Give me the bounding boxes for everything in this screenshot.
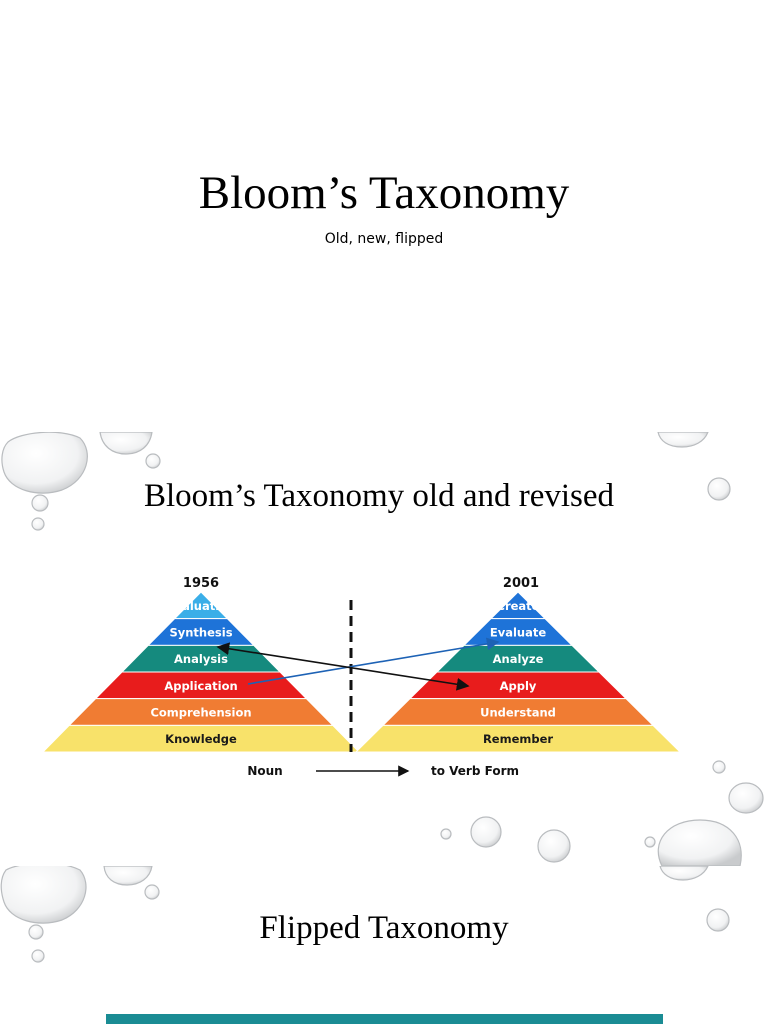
slide-title-old-revised: Bloom’s Taxonomy old and revised <box>0 478 758 515</box>
pyramid-1956: EvaluationSynthesisAnalysisApplicationCo… <box>43 592 359 752</box>
main-title: Bloom’s Taxonomy <box>0 166 768 220</box>
new-label-remember: Remember <box>483 732 553 746</box>
old-label-analysis: Analysis <box>174 652 228 666</box>
old-label-application: Application <box>164 679 237 693</box>
slide-old-and-revised: Bloom’s Taxonomy old and revised Evaluat… <box>0 432 768 866</box>
old-label-evaluation: Evaluation <box>167 599 236 613</box>
year-1956-label: 1956 <box>183 576 219 591</box>
verb-form-label: to Verb Form <box>431 764 519 778</box>
flipped-banner <box>106 1014 663 1024</box>
taxonomy-pyramids-diagram: EvaluationSynthesisAnalysisApplicationCo… <box>40 570 690 790</box>
new-label-evaluate: Evaluate <box>490 626 546 640</box>
slide-title-flipped: Flipped Taxonomy <box>0 910 768 947</box>
main-subtitle: Old, new, flipped <box>0 231 768 247</box>
slide-flipped: Flipped Taxonomy <box>0 866 768 1024</box>
old-label-synthesis: Synthesis <box>169 626 232 640</box>
new-label-create: Create <box>497 599 540 613</box>
noun-label: Noun <box>247 764 282 778</box>
new-label-understand: Understand <box>480 706 556 720</box>
year-2001-label: 2001 <box>503 576 539 591</box>
new-label-analyze: Analyze <box>493 652 544 666</box>
slide-title: Bloom’s Taxonomy Old, new, flipped <box>0 0 768 432</box>
pyramid-2001: CreateEvaluateAnalyzeApplyUnderstandReme… <box>356 592 680 752</box>
new-label-apply: Apply <box>500 679 537 693</box>
old-label-knowledge: Knowledge <box>165 732 237 746</box>
old-label-comprehension: Comprehension <box>150 706 251 720</box>
